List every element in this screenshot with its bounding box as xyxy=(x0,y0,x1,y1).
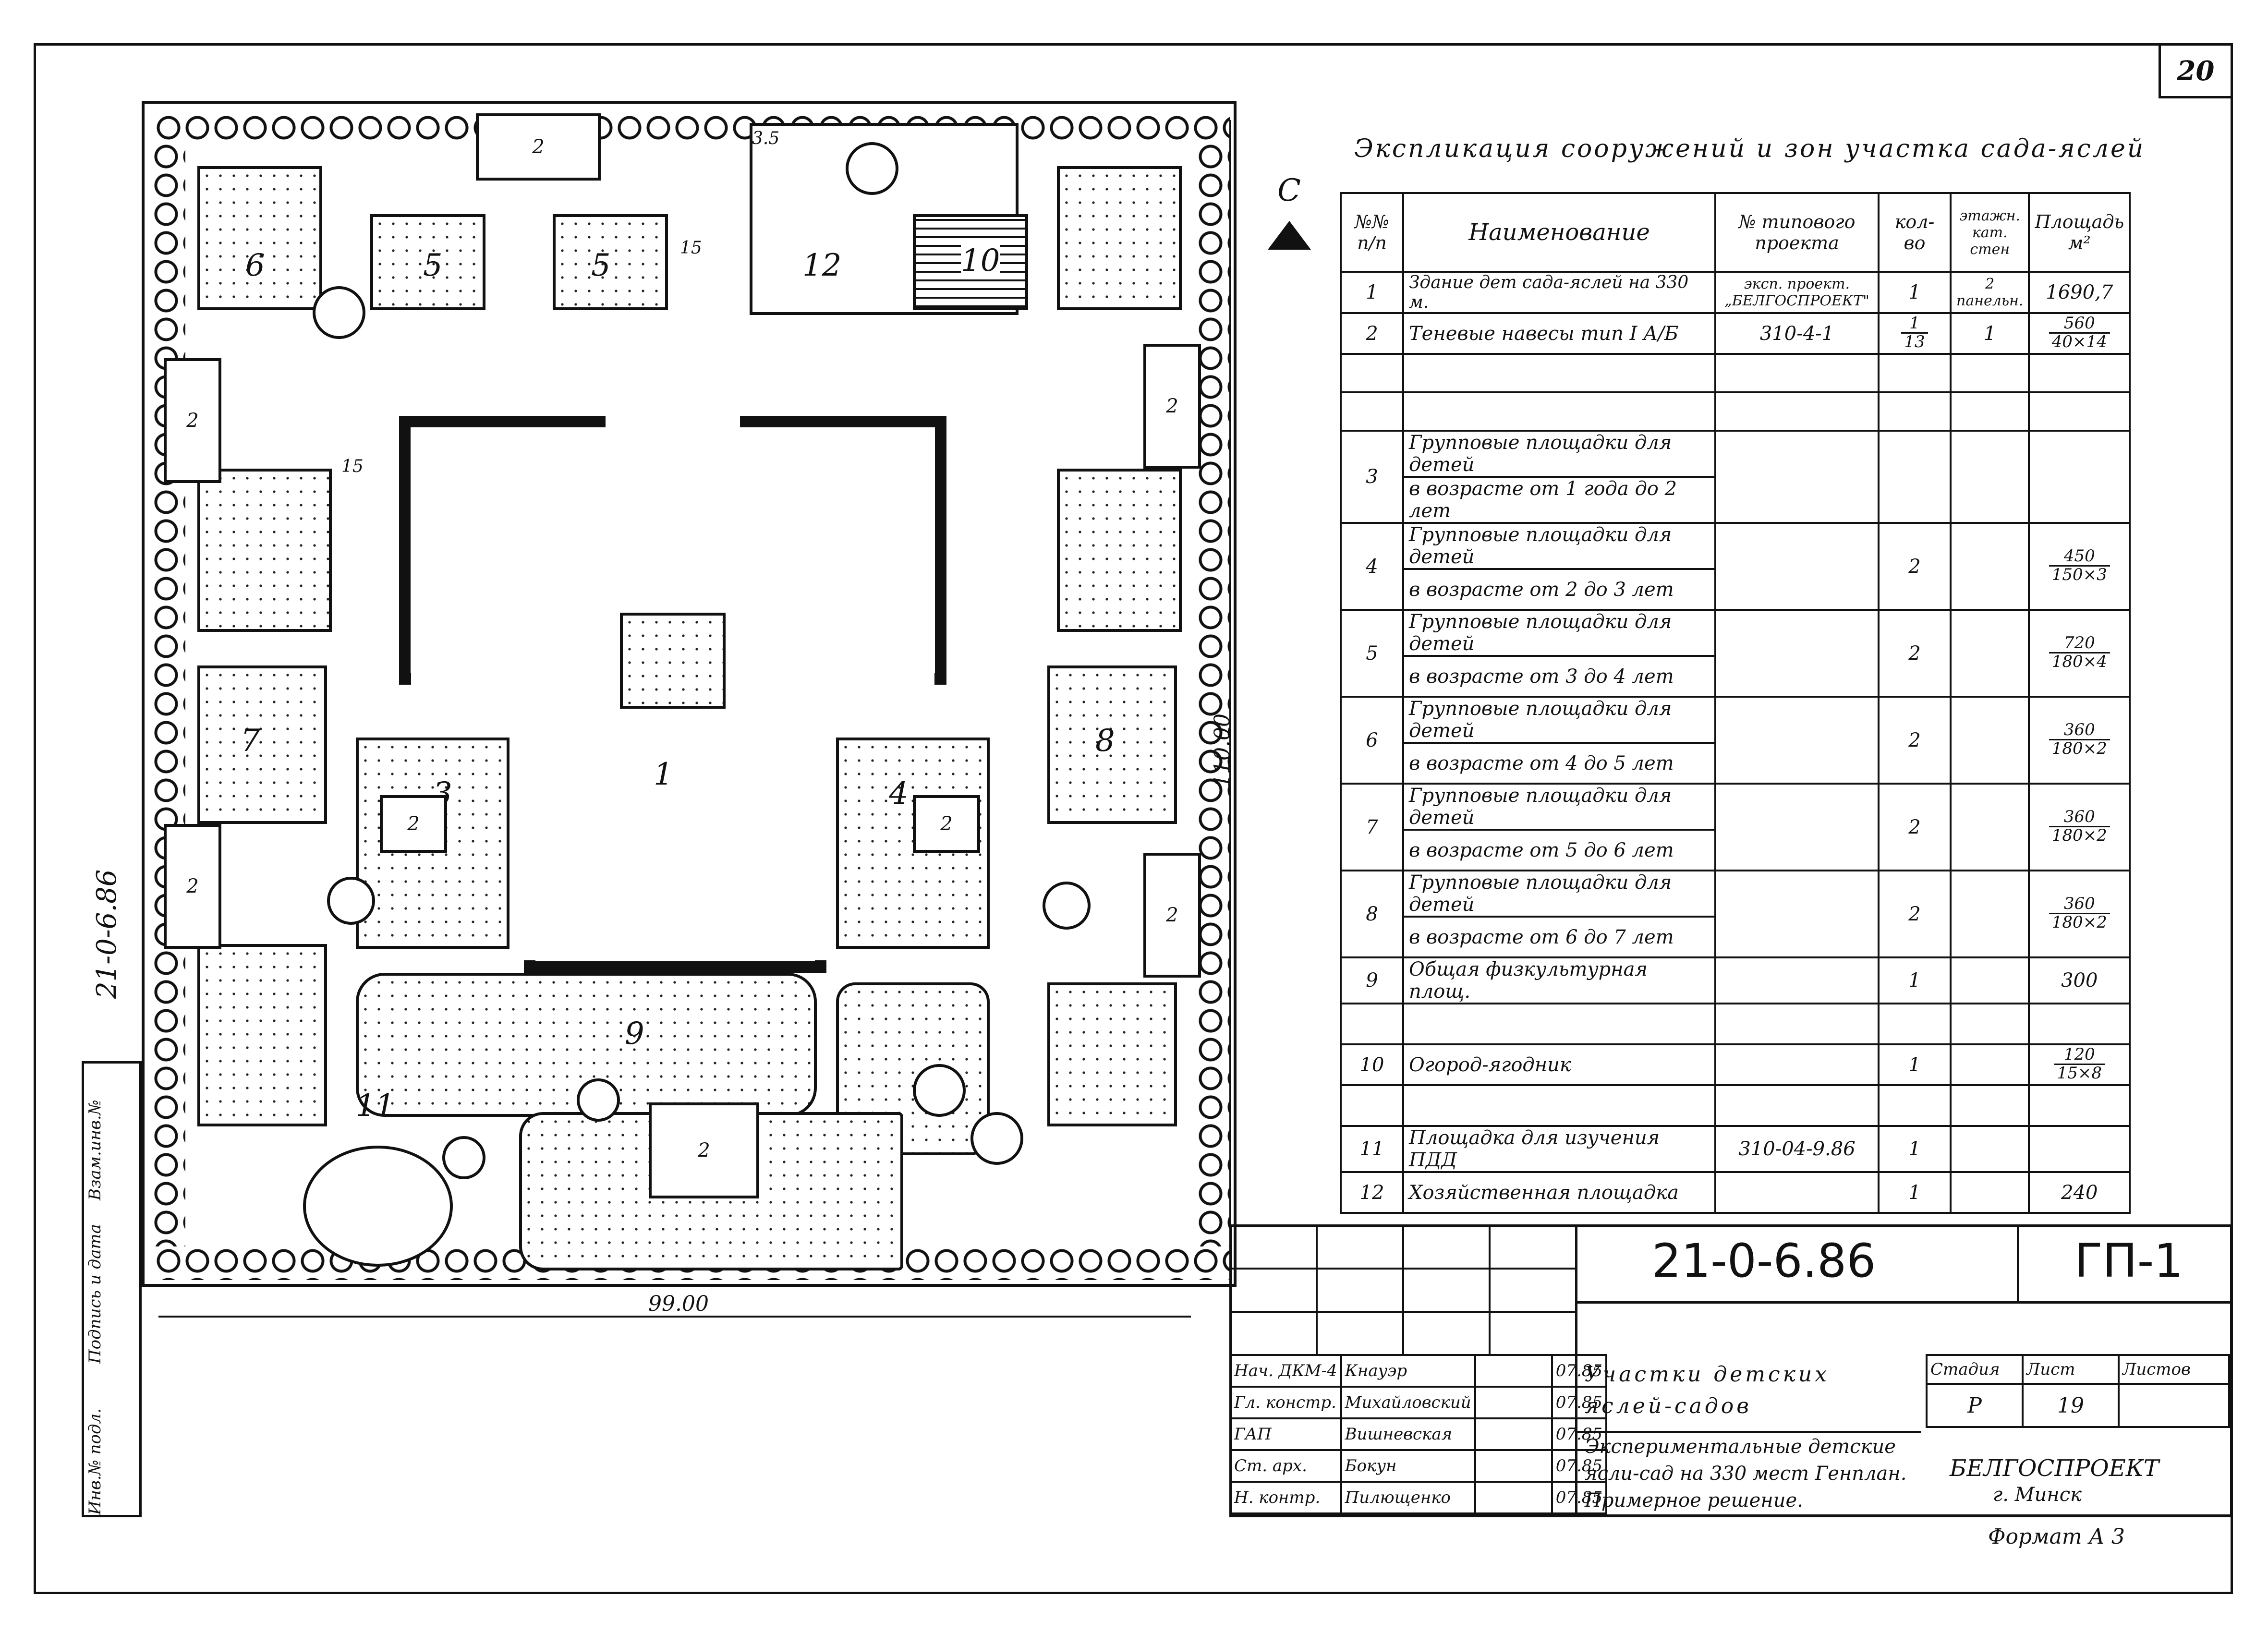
title-block-vline2 xyxy=(2017,1224,2019,1301)
dim-height-label: 110.00 xyxy=(1210,714,1235,787)
col-num: №№ п/п xyxy=(1340,192,1404,273)
dim-line-height xyxy=(1229,120,1231,1239)
zone-label-5b: 5 xyxy=(591,248,611,283)
dim-mark: 15 xyxy=(680,238,702,258)
north-symbol: С xyxy=(1258,173,1321,254)
shed-2-g: 2 xyxy=(380,795,447,853)
zone-label-8: 8 xyxy=(1095,723,1115,759)
zone-8-b xyxy=(1047,982,1177,1126)
sheet-frame xyxy=(34,43,2233,1594)
doc-description: Экспериментальные детские ясли-сад на 33… xyxy=(1585,1436,1907,1512)
tree-hedge-top xyxy=(154,113,1230,142)
side-stamp-code: 21-0-6.86 xyxy=(91,869,122,999)
doc-code: 21-0-6.86 xyxy=(1652,1234,1876,1288)
col-area: Площадь м² xyxy=(2028,192,2131,273)
shed-2-d: 2 xyxy=(164,824,221,949)
zone-6-b xyxy=(197,469,332,632)
shed-2-e: 2 xyxy=(1143,853,1201,978)
zone-label-6: 6 xyxy=(245,248,265,283)
zone-5-b xyxy=(553,214,668,310)
zone-label-11: 11 xyxy=(356,1088,395,1124)
zone-7-b xyxy=(197,944,327,1126)
zone-label-9: 9 xyxy=(625,1016,644,1052)
explication-table: №№ п/п Наименование № типового проекта к… xyxy=(1340,192,2131,1214)
object-name: Участки детских яслей-садов xyxy=(1585,1362,1830,1418)
dim-mark: 3.5 xyxy=(752,129,780,148)
site-plan: 1 6 5 5 12 10 7 8 3 4 9 11 2 2 2 2 2 2 2… xyxy=(142,101,1237,1287)
zone-label-1: 1 xyxy=(654,757,673,792)
org-name: БЕЛГОСПРОЕКТ xyxy=(1950,1455,2159,1482)
sheet-format: Формат А 3 xyxy=(1988,1524,2125,1549)
zone-11-pdd xyxy=(303,1146,453,1267)
zone-label-4: 4 xyxy=(889,776,909,811)
zone-6-top xyxy=(197,166,322,310)
side-stamp-inv: Инв.№ подл. xyxy=(85,1408,105,1515)
shed-2-a: 2 xyxy=(476,113,601,181)
col-count: кол-во xyxy=(1878,192,1952,273)
col-project: № типового проекта xyxy=(1714,192,1880,273)
tree xyxy=(442,1136,485,1179)
shed-2-f: 2 xyxy=(649,1102,759,1198)
side-stamp-sign: Подпись и дата xyxy=(85,1224,105,1364)
tree xyxy=(1043,882,1091,930)
sheet-number-box: 20 xyxy=(2159,43,2233,98)
dim-line-width xyxy=(158,1316,1191,1318)
zone-label-10: 10 xyxy=(961,243,1000,278)
side-stamp-replace: Взам.инв.№ xyxy=(85,1100,105,1200)
tree xyxy=(913,1064,966,1117)
tree xyxy=(577,1078,620,1122)
zone-5-a xyxy=(370,214,485,310)
shed-2-c: 2 xyxy=(1143,344,1201,469)
zone-10-garden xyxy=(913,214,1028,310)
title-block-hline2 xyxy=(1575,1431,1921,1433)
tree xyxy=(313,286,365,339)
zone-8-a xyxy=(1047,665,1177,824)
title-block-grid xyxy=(1229,1224,1575,1354)
col-floors: этажн. кат. стен xyxy=(1949,192,2030,273)
tree-hedge-right xyxy=(1196,142,1230,1246)
inner-courtyard xyxy=(620,613,726,709)
org-city: г. Минск xyxy=(1993,1484,2082,1506)
zone-label-5: 5 xyxy=(423,248,443,283)
sheet-number: 20 xyxy=(2177,55,2215,87)
zone-label-12: 12 xyxy=(802,248,842,283)
tree-hedge-left xyxy=(152,142,185,1246)
side-stamp xyxy=(82,1061,142,1517)
explication-title: Экспликация сооружений и зон участка сад… xyxy=(1354,134,2146,163)
title-block-hline xyxy=(1575,1301,2233,1304)
zone-label-7: 7 xyxy=(241,723,260,759)
shed-2-b: 2 xyxy=(164,358,221,483)
zone-7-a xyxy=(197,665,327,824)
north-letter: С xyxy=(1277,173,1301,208)
zone-9-a xyxy=(356,973,817,1117)
tree xyxy=(846,142,898,195)
tree xyxy=(970,1112,1023,1165)
zone-9-b xyxy=(836,982,990,1155)
dim-mark: 15 xyxy=(341,457,364,476)
zone-5-c xyxy=(1057,166,1182,310)
zone-5-d xyxy=(1057,469,1182,632)
sheet-mark: ГП-1 xyxy=(2074,1234,2183,1288)
tree xyxy=(327,877,375,925)
shed-2-h: 2 xyxy=(913,795,980,853)
col-name: Наименование xyxy=(1402,192,1716,273)
dim-width: 99.00 xyxy=(648,1292,709,1316)
